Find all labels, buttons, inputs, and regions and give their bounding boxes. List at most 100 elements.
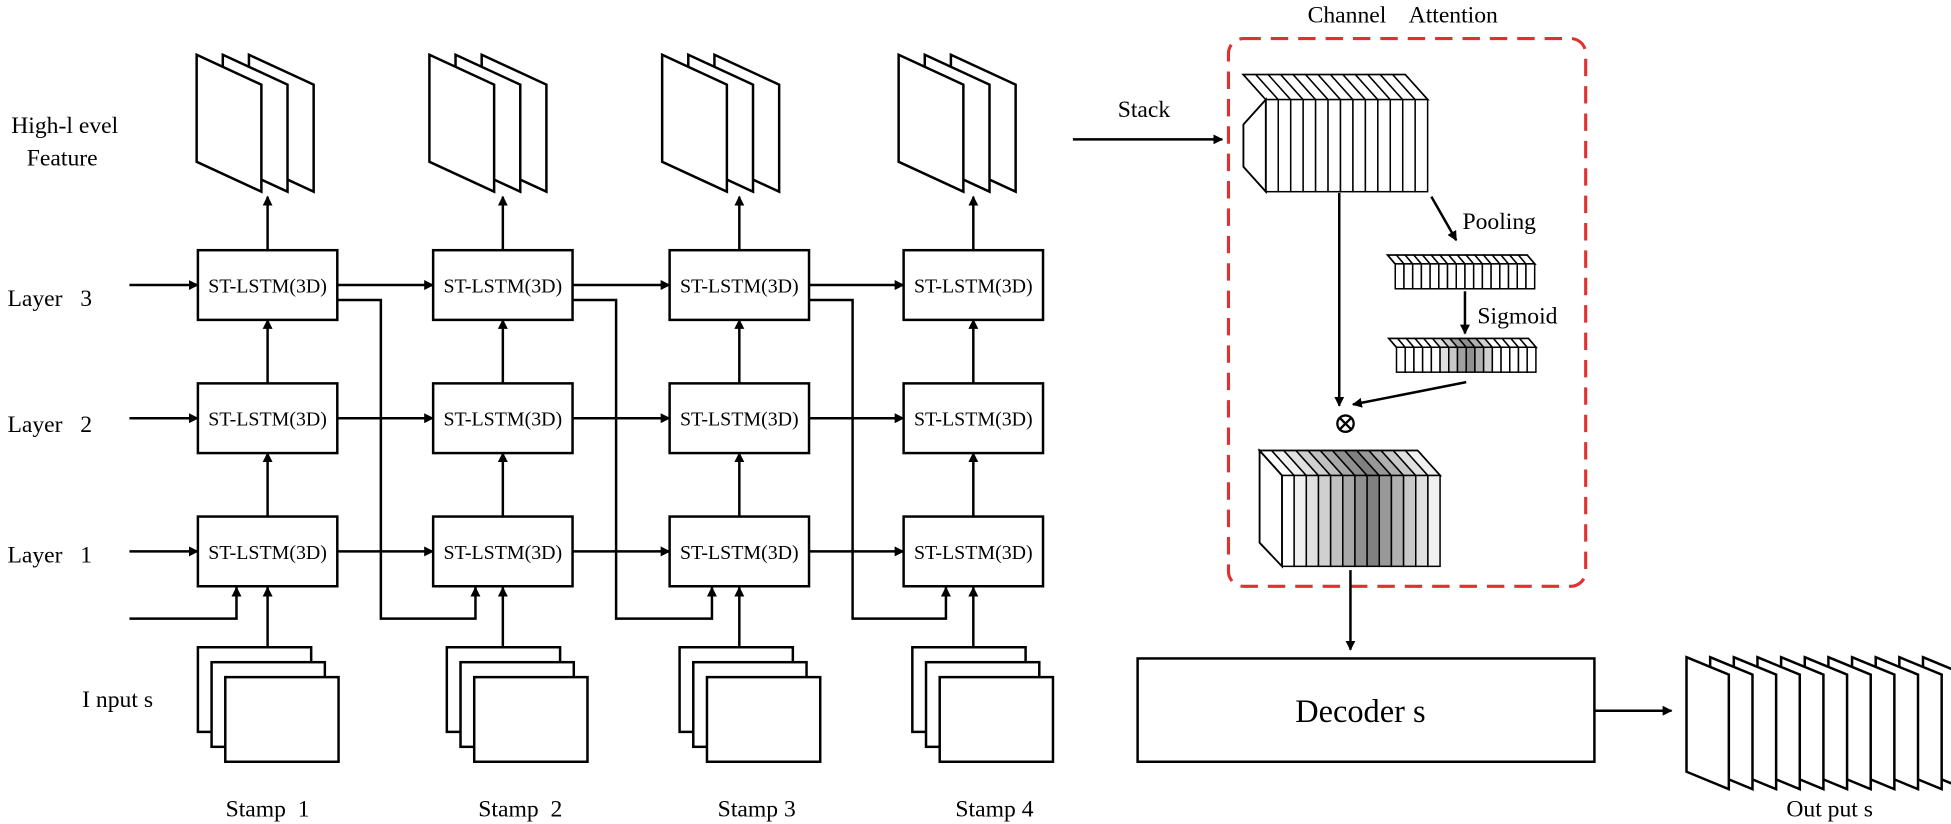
block-slice [1421,346,1433,373]
incoming-input-arrow [129,586,242,620]
block-slice [1314,98,1329,193]
block-slice [1302,98,1317,193]
block-slice [1411,263,1423,290]
pooled-vector [1385,254,1537,290]
lstm-cell-c1-l2: ST-LSTM(3D) [196,382,339,455]
outputs-label: Out put s [1786,797,1873,823]
feedback-arrow-3 [809,298,951,620]
input-frame [705,675,822,764]
block-slice [1403,263,1414,290]
block-slice [1317,474,1332,568]
cell-label: ST-LSTM(3D) [914,542,1033,564]
lstm-cell-c4-l2: ST-LSTM(3D) [902,382,1045,455]
lstm-cell-c2-l3: ST-LSTM(3D) [431,248,574,322]
block-slice [1507,263,1518,290]
weighted-feature-block [1257,448,1443,569]
output-frame [1685,655,1731,792]
lstm-cell-c1-l1: ST-LSTM(3D) [196,515,339,588]
sigmoid-label: Sigmoid [1477,304,1557,330]
feature-map [897,52,965,194]
block-slice [1413,346,1424,373]
block-slice [1366,474,1381,568]
block-slice [1456,346,1467,373]
lstm-cell-c4-l1: ST-LSTM(3D) [902,515,1045,588]
cell-label: ST-LSTM(3D) [443,276,562,298]
block-slice [1465,346,1476,373]
block-slice [1352,98,1367,193]
input-frame [224,675,340,764]
layer1-label: Layer 1 [7,543,92,569]
block-slice [1474,346,1485,373]
cell-box [902,382,1045,455]
cell-label: ST-LSTM(3D) [443,409,562,431]
high-level-feature-label-line2: Feature [27,146,98,172]
inputs-label: I nput s [82,687,153,713]
cell-label: ST-LSTM(3D) [680,542,799,564]
channel-attention-title: Channel Attention [1308,2,1498,28]
sigmoid-vector [1387,337,1538,373]
block-slice [1500,346,1511,373]
block-left-face [1258,448,1283,569]
block-slice [1389,98,1404,193]
stack-block [1241,73,1430,195]
lstm-cell-c2-l1: ST-LSTM(3D) [431,515,574,588]
block-slice [1402,474,1417,568]
lstm-cell-c3-l2: ST-LSTM(3D) [668,382,811,455]
stack-label: Stack [1118,97,1171,123]
block-slice [1354,474,1368,568]
stamp-2-label: Stamp 2 [478,797,562,823]
layer3-label: Layer 3 [7,286,92,312]
block-left-face [1242,97,1267,195]
block-slice [1499,263,1510,290]
block-slice [1401,98,1416,193]
block-slice [1339,98,1354,193]
lstm-cell-c3-l1: ST-LSTM(3D) [668,515,811,588]
input-frame [938,675,1055,764]
channel-attention-block: Channel Attention Pooling Sigmoid ⊗ [1226,2,1588,588]
block-slice [1390,474,1405,568]
block-slice [1509,346,1520,373]
block-slice [1429,263,1440,290]
lstm-cell-c3-l3: ST-LSTM(3D) [668,248,811,322]
cell-box [668,248,811,322]
high-level-feature-label-line1: High-l evel [11,113,118,139]
block-slice [1415,474,1429,568]
block-slice [1378,474,1393,568]
feedback-arrow-2 [572,298,717,620]
cell-box [431,248,574,322]
stamp-3-label: Stamp 3 [718,797,796,823]
input-stack-1 [196,646,340,764]
cell-label: ST-LSTM(3D) [208,409,327,431]
block-slice [1265,98,1280,193]
sigmoid-bar [1387,337,1538,373]
block-slice [1448,346,1459,373]
cell-label: ST-LSTM(3D) [680,409,799,431]
cell-label: ST-LSTM(3D) [914,276,1033,298]
block-slice [1277,98,1292,193]
input-frame [472,675,589,764]
feature-map [195,52,263,194]
block-slice [1305,474,1320,568]
arrow-sigmoid-to-multiply [1351,380,1467,408]
cell-label: ST-LSTM(3D) [208,276,327,298]
block-slice [1525,263,1536,290]
block-slice [1491,346,1502,373]
layer2-label: Layer 2 [7,412,92,438]
block-slice [1427,474,1441,568]
high-level-feature-stack-2 [428,52,548,194]
cell-label: ST-LSTM(3D) [208,542,327,564]
block-slice [1482,346,1494,373]
lstm-cell-c2-l2: ST-LSTM(3D) [431,382,574,455]
high-level-feature-stack-1 [195,52,315,194]
block-slice [1394,263,1405,290]
stack-arrow: Stack [1072,97,1224,145]
block-slice [1438,263,1449,290]
cell-box [431,382,574,455]
pooled-bar [1385,254,1537,290]
block-slice [1281,474,1295,568]
pooling-label: Pooling [1462,209,1536,235]
block-slice [1517,346,1528,373]
block-slice [1293,474,1308,568]
stacked-feature-block [1241,73,1430,195]
